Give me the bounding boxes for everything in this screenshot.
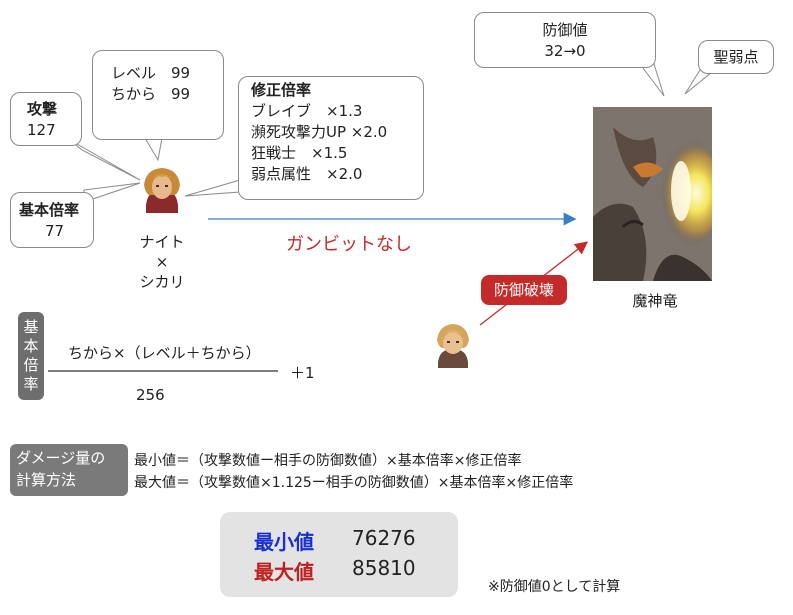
stats-line-level: レベル 99 bbox=[111, 64, 191, 82]
result-min-value: 76276 bbox=[352, 526, 416, 550]
modifier-title: 修正倍率 bbox=[251, 81, 312, 99]
damage-calc-label: ダメージ量の 計算方法 bbox=[10, 444, 128, 496]
modifier-bubble-tail bbox=[184, 179, 241, 197]
modifier-line-brave: ブレイブ ×1.3 bbox=[251, 102, 363, 120]
defense-bubble: 防御値 32→0 bbox=[474, 12, 656, 68]
damage-max-formula: 最大値＝（攻撃数値×1.125ー相手の防御数値）×基本倍率×修正倍率 bbox=[134, 475, 574, 491]
defense-value: 32→0 bbox=[544, 42, 586, 60]
stats-bubble-tail bbox=[144, 137, 163, 162]
knight-portrait bbox=[140, 165, 184, 213]
enemy-name: 魔神竜 bbox=[632, 292, 678, 310]
attack-value: 127 bbox=[27, 121, 56, 139]
modifier-line-critical: 瀕死攻撃力UP ×2.0 bbox=[251, 123, 388, 141]
damage-min-formula: 最小値＝（攻撃数値ー相手の防御数値）×基本倍率×修正倍率 bbox=[134, 453, 522, 469]
base-title: 基本倍率 bbox=[19, 201, 80, 219]
side-char-4: 率 bbox=[23, 375, 39, 393]
breaker-portrait bbox=[432, 322, 474, 368]
enemy-image bbox=[593, 107, 712, 281]
base-multiplier-bubble: 基本倍率 77 bbox=[10, 192, 94, 248]
weakness-text: 聖弱点 bbox=[713, 48, 759, 66]
attack-bubble: 攻撃 127 bbox=[10, 92, 82, 146]
result-box: 最小値 76276 最大値 85810 bbox=[220, 512, 458, 597]
attack-title: 攻撃 bbox=[27, 100, 58, 118]
defense-title: 防御値 bbox=[542, 21, 588, 39]
character-line-job1: ナイト bbox=[139, 233, 185, 251]
formula-denominator: 256 bbox=[136, 386, 165, 404]
character-line-cross: × bbox=[155, 253, 169, 271]
footnote: ※防御値0として計算 bbox=[488, 579, 621, 595]
formula-plus-one: ＋1 bbox=[290, 364, 315, 382]
base-multiplier-side-label: 基 本 倍 率 bbox=[18, 312, 44, 400]
defense-break-badge: 防御破壊 bbox=[481, 275, 567, 305]
damage-calc-label-line1: ダメージ量の bbox=[16, 449, 106, 467]
result-min-label: 最小値 bbox=[254, 530, 314, 554]
side-char-1: 基 bbox=[23, 318, 39, 336]
character-line-job2: シカリ bbox=[139, 273, 185, 291]
stats-line-strength: ちから 99 bbox=[111, 85, 191, 103]
formula-numerator: ちから×（レベル＋ちから） bbox=[68, 344, 261, 362]
defense-bubble-tail bbox=[639, 63, 665, 97]
base-value: 77 bbox=[45, 222, 65, 240]
side-char-3: 倍 bbox=[23, 356, 39, 374]
no-gambit-label: ガンビットなし bbox=[286, 234, 412, 255]
stats-bubble: レベル 99 ちから 99 bbox=[92, 50, 224, 140]
result-max-label: 最大値 bbox=[254, 560, 314, 584]
character-name: ナイト × シカリ bbox=[128, 232, 196, 292]
attack-bubble-tail bbox=[69, 139, 141, 181]
side-char-2: 本 bbox=[23, 337, 39, 355]
modifier-line-weakness: 弱点属性 ×2.0 bbox=[251, 165, 363, 183]
result-max-value: 85810 bbox=[352, 556, 416, 580]
modifier-bubble: 修正倍率 ブレイブ ×1.3 瀕死攻撃力UP ×2.0 狂戦士 ×1.5 弱点属… bbox=[238, 76, 424, 200]
modifier-line-berserk: 狂戦士 ×1.5 bbox=[251, 144, 348, 162]
damage-calc-label-line2: 計算方法 bbox=[16, 471, 77, 489]
weakness-bubble: 聖弱点 bbox=[698, 40, 774, 74]
